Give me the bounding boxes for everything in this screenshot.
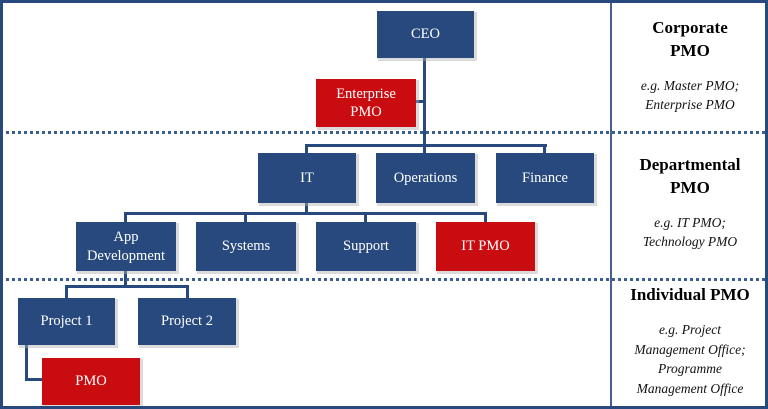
connector-stub-project2: [186, 285, 189, 298]
node-pmo[interactable]: PMO: [42, 358, 140, 405]
node-it[interactable]: IT: [258, 153, 356, 203]
connector-enterprise-pmo: [416, 100, 426, 103]
connector-row3-bracket: [124, 212, 487, 215]
panel-section-departmental: Departmental PMO e.g. IT PMO; Technology…: [612, 129, 765, 277]
node-it-pmo[interactable]: IT PMO: [436, 222, 535, 271]
divider-departmental-individual: [6, 278, 765, 281]
departmental-pmo-heading: Departmental PMO: [639, 155, 741, 197]
connector-row2-bracket: [305, 144, 547, 147]
node-systems[interactable]: Systems: [196, 222, 296, 271]
panel-section-corporate: Corporate PMO e.g. Master PMO; Enterpris…: [612, 3, 765, 129]
node-operations[interactable]: Operations: [376, 153, 475, 203]
node-ceo[interactable]: CEO: [377, 11, 474, 58]
panel-divider-line: [610, 3, 612, 406]
connector-it-down: [305, 203, 308, 215]
individual-pmo-example: e.g. Project Management Office; Programm…: [634, 322, 746, 397]
node-project-1[interactable]: Project 1: [18, 298, 115, 345]
node-app-development[interactable]: App Development: [76, 222, 176, 271]
connector-stub-support: [364, 212, 367, 223]
node-support[interactable]: Support: [316, 222, 416, 271]
connector-project1-elbow-v: [25, 345, 28, 381]
individual-pmo-heading: Individual PMO: [630, 285, 750, 305]
connector-stub-project1: [65, 285, 68, 298]
connector-stub-appdev: [124, 212, 127, 223]
connector-row4-bracket: [65, 285, 189, 288]
panel-section-individual: Individual PMO e.g. Project Management O…: [612, 277, 765, 406]
connector-stub-systems: [244, 212, 247, 223]
node-finance[interactable]: Finance: [496, 153, 594, 203]
node-project-2[interactable]: Project 2: [138, 298, 236, 345]
corporate-pmo-heading: Corporate PMO: [652, 18, 728, 60]
departmental-pmo-example: e.g. IT PMO; Technology PMO: [642, 214, 738, 250]
divider-corporate-departmental: [6, 131, 765, 134]
connector-stub-itpmo: [484, 212, 487, 223]
corporate-pmo-example: e.g. Master PMO; Enterprise PMO: [640, 77, 740, 113]
connector-project1-elbow-h: [25, 378, 43, 381]
pmo-level-panel: Corporate PMO e.g. Master PMO; Enterpris…: [612, 3, 765, 406]
connector-stub-it: [305, 144, 308, 154]
connector-stub-finance: [543, 144, 546, 154]
node-enterprise-pmo[interactable]: Enterprise PMO: [316, 79, 416, 127]
connector-ceo-down: [423, 58, 426, 154]
